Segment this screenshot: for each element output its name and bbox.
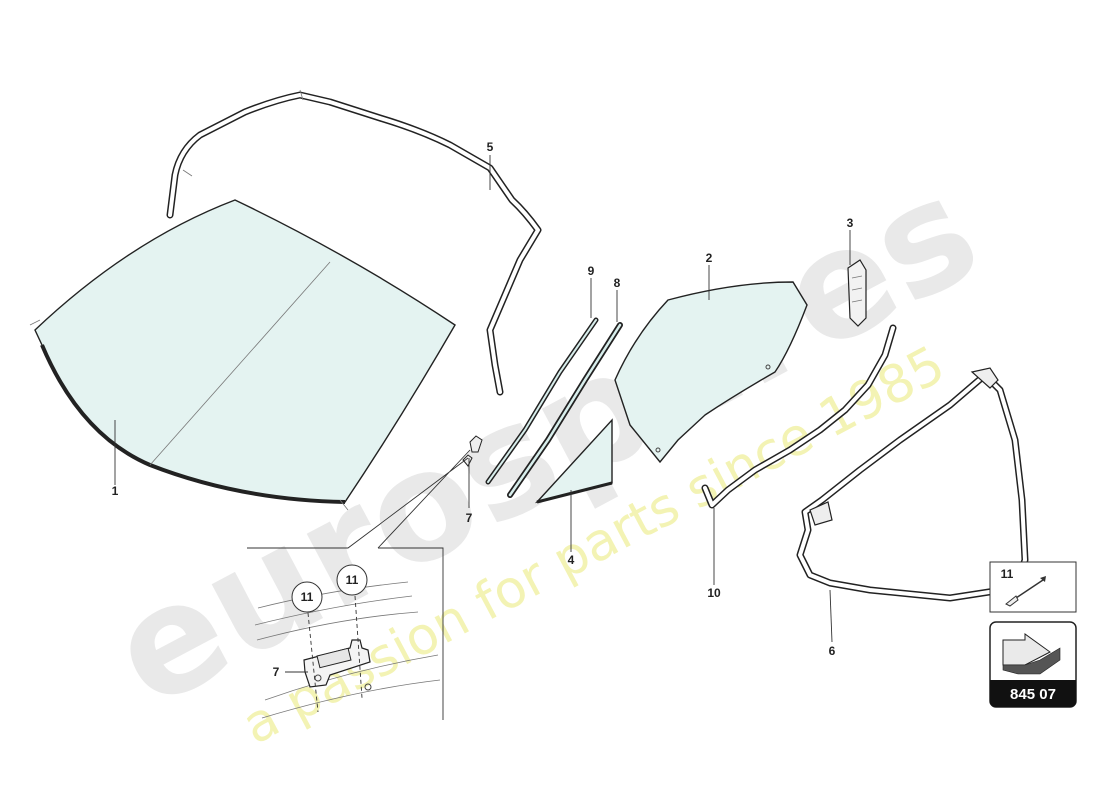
callout-2: 2 <box>706 251 713 265</box>
callout-6: 6 <box>829 644 836 658</box>
reference-code: 845 07 <box>1010 686 1056 703</box>
part-3-bracket <box>847 259 867 327</box>
legend-part-11[interactable]: 11 <box>989 561 1077 613</box>
detail-inset <box>247 449 471 720</box>
inset-bracket <box>303 639 372 691</box>
callout-7a: 7 <box>466 511 473 525</box>
legend-11-number: 11 <box>1001 567 1014 581</box>
callout-11b-circle: 11 <box>336 564 368 596</box>
callout-9: 9 <box>588 264 595 278</box>
callout-11b: 11 <box>346 573 359 587</box>
callout-11a-circle: 11 <box>291 581 323 613</box>
leader-lines <box>114 155 851 643</box>
callout-7b: 7 <box>273 665 280 679</box>
part-9-strip <box>485 317 599 485</box>
part-8-strip <box>507 322 623 498</box>
callouts: 1 2 3 4 5 6 7 7 8 9 10 <box>112 140 854 679</box>
callout-10: 10 <box>707 586 721 600</box>
reference-badge[interactable]: 845 07 <box>989 621 1077 708</box>
part-2-door-glass[interactable] <box>614 281 808 464</box>
callout-3: 3 <box>847 216 854 230</box>
part-4-quarter-glass[interactable] <box>534 418 613 504</box>
part-7-clip <box>462 435 483 467</box>
part-6-door-seal <box>796 367 1029 602</box>
screw-icon <box>1005 576 1046 607</box>
part-10-door-seal <box>701 324 897 509</box>
callout-4: 4 <box>568 553 575 567</box>
arrow-icon <box>1002 633 1061 675</box>
callout-1: 1 <box>112 484 119 498</box>
part-1-windshield[interactable] <box>29 199 456 511</box>
part-5-windshield-frame-seal <box>166 89 542 396</box>
callout-8: 8 <box>614 276 621 290</box>
callout-11a: 11 <box>301 590 314 604</box>
callout-5: 5 <box>487 140 494 154</box>
inset-panels <box>254 581 441 719</box>
